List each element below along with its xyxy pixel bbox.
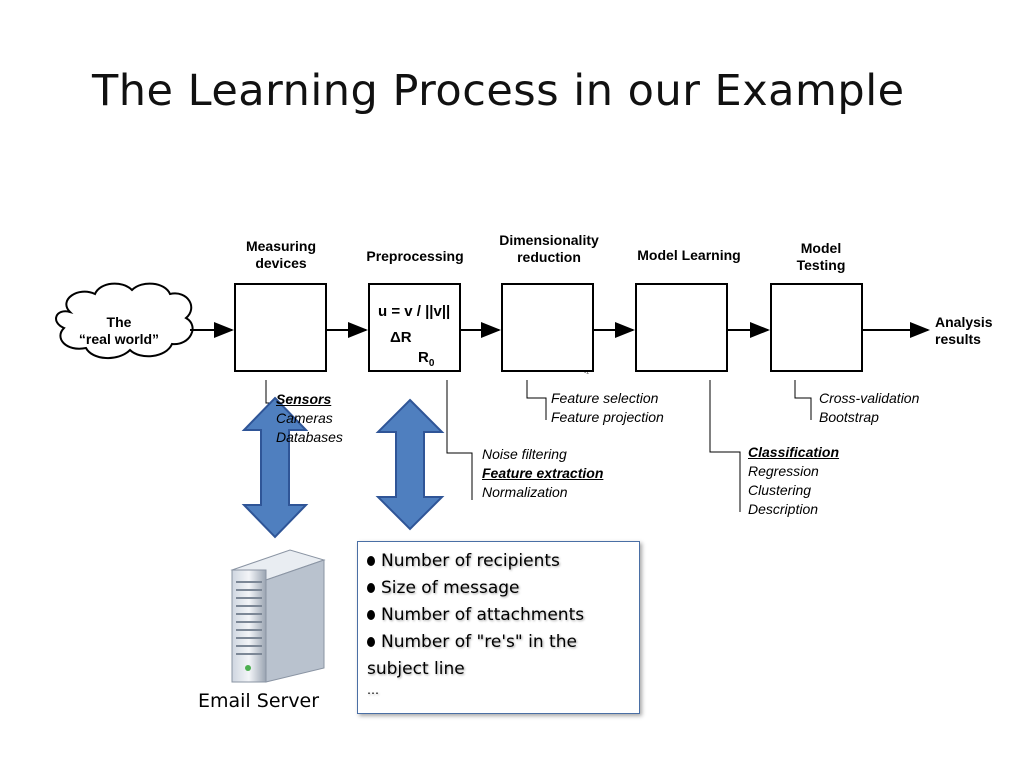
feature-item-text: Number of recipients	[381, 551, 560, 571]
double-arrow-right	[375, 398, 445, 531]
feature-continuation: subject line	[367, 659, 465, 679]
note-feature-selection: Feature selection	[551, 390, 659, 406]
note-description: Description	[748, 501, 819, 517]
box-dimensionality	[501, 283, 594, 372]
stage-label-preprocessing-line1: Preprocessing	[366, 248, 464, 264]
stage-label-testing: Model Testing	[776, 240, 866, 274]
note-regression: Regression	[748, 463, 819, 479]
stage-label-dimensionality-line2: reduction	[517, 249, 581, 265]
stage-label-dimensionality-line1: Dimensionality	[499, 232, 599, 248]
output-label-line2: results	[935, 331, 981, 347]
stage-label-learning: Model Learning	[616, 247, 762, 264]
feature-item: Number of "re's" in the	[367, 629, 631, 656]
output-label-line1: Analysis	[935, 314, 993, 330]
notes-preprocessing: Noise filtering Feature extraction Norma…	[482, 445, 603, 502]
server-caption: Email Server	[198, 690, 320, 712]
input-label: The “real world”	[58, 314, 180, 348]
bullet-icon	[367, 556, 375, 566]
note-classification: Classification	[748, 444, 840, 460]
stage-label-learning-line1: Model Learning	[637, 247, 741, 263]
notes-testing: Cross-validation Bootstrap	[819, 389, 919, 427]
real-world-cloud	[55, 282, 194, 359]
stage-label-measuring-line1: Measuring	[245, 238, 316, 254]
note-bootstrap: Bootstrap	[819, 409, 879, 425]
stage-label-preprocessing: Preprocessing	[350, 248, 480, 265]
note-cross-validation: Cross-validation	[819, 390, 920, 406]
box-learning	[635, 283, 728, 372]
feature-item-text: Number of "re's" in the	[381, 632, 577, 652]
note-noise-filtering: Noise filtering	[482, 446, 567, 462]
box-testing	[770, 283, 863, 372]
feature-item-text: Size of message	[381, 578, 520, 598]
note-normalization: Normalization	[482, 484, 568, 500]
formula-delta-r: ΔR	[390, 329, 412, 346]
note-sensors: Sensors	[276, 391, 332, 407]
slide-title: The Learning Process in our Example	[92, 66, 905, 116]
notes-measuring: Sensors Cameras Databases	[276, 390, 343, 447]
feature-item-text: Number of attachments	[381, 605, 585, 625]
note-feature-projection: Feature projection	[551, 409, 664, 425]
input-label-line1: The	[106, 314, 132, 330]
bullet-icon	[367, 583, 375, 593]
stage-label-measuring-line2: devices	[255, 255, 307, 271]
formula-sub: 0	[428, 358, 435, 369]
note-cameras: Cameras	[276, 410, 333, 426]
features-box: Number of recipients Size of message Num…	[357, 541, 640, 714]
preprocessing-formula: u = v / ||v|| ΔR R0	[378, 299, 450, 377]
feature-item: Number of recipients	[367, 548, 631, 575]
note-clustering: Clustering	[748, 482, 812, 498]
formula-line1: u = v / ||v||	[378, 303, 451, 320]
input-label-line2: “real world”	[78, 331, 160, 347]
double-arrow-left	[241, 396, 309, 539]
feature-item: Size of message	[367, 575, 631, 602]
stage-label-dimensionality: Dimensionality reduction	[484, 232, 614, 266]
formula-r: R	[418, 349, 429, 366]
feature-ellipsis: …	[367, 683, 379, 697]
bullet-icon	[367, 610, 375, 620]
stage-label-testing-line1: Model	[800, 240, 842, 256]
stage-label-testing-line2: Testing	[796, 257, 846, 273]
box-measuring	[234, 283, 327, 372]
output-label: Analysis results	[935, 314, 993, 348]
note-feature-extraction: Feature extraction	[482, 465, 604, 481]
stage-label-measuring: Measuring devices	[226, 238, 336, 272]
notes-learning: Classification Regression Clustering Des…	[748, 443, 839, 519]
bullet-icon	[367, 637, 375, 647]
box-preprocessing	[368, 283, 461, 372]
feature-item: Number of attachments	[367, 602, 631, 629]
server-icon	[230, 549, 326, 683]
note-databases: Databases	[276, 429, 343, 445]
notes-dimensionality: Feature selection Feature projection	[551, 389, 664, 427]
